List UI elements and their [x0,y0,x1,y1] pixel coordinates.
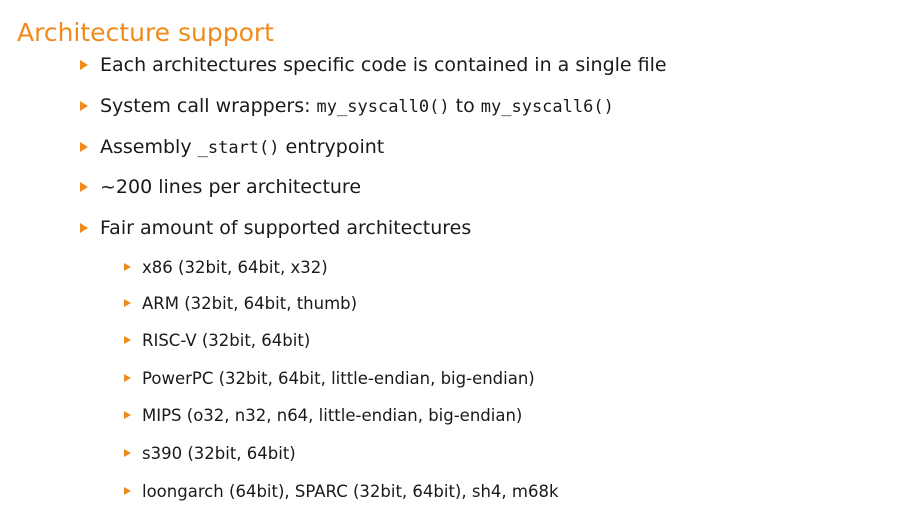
triangle-bullet-icon [80,223,88,233]
bullet-item: Fair amount of supported architectures [80,215,471,241]
bullet-text-prefix: System call wrappers: [100,95,317,117]
triangle-bullet-icon [80,60,88,70]
sub-bullet-item: PowerPC (32bit, 64bit, little-endian, bi… [124,366,535,390]
sub-bullet-text: x86 (32bit, 64bit, x32) [142,257,328,277]
triangle-bullet-icon [124,449,131,457]
triangle-bullet-icon [124,411,131,419]
sub-bullet-item: MIPS (o32, n32, n64, little-endian, big-… [124,403,522,427]
bullet-text: Assembly _start() entrypoint [100,136,384,158]
triangle-bullet-icon [80,182,88,192]
sub-bullet-item: loongarch (64bit), SPARC (32bit, 64bit),… [124,479,559,503]
bullet-item: ~200 lines per architecture [80,174,361,200]
bullet-item: Assembly _start() entrypoint [80,134,384,160]
sub-bullet-item: RISC-V (32bit, 64bit) [124,328,310,352]
bullet-text: System call wrappers: my_syscall0() to m… [100,95,614,117]
triangle-bullet-icon [80,142,88,152]
bullet-text-prefix: Assembly [100,136,198,158]
sub-bullet-text: ARM (32bit, 64bit, thumb) [142,293,358,313]
code-snippet: my_syscall6() [480,97,614,117]
bullet-text-suffix: entrypoint [279,136,385,158]
sub-bullet-text: RISC-V (32bit, 64bit) [142,330,311,350]
triangle-bullet-icon [80,101,88,111]
triangle-bullet-icon [124,374,131,382]
bullet-text: Fair amount of supported architectures [100,217,472,239]
sub-bullet-text: s390 (32bit, 64bit) [142,443,296,463]
sub-bullet-item: s390 (32bit, 64bit) [124,441,296,465]
bullet-item: System call wrappers: my_syscall0() to m… [80,93,614,119]
triangle-bullet-icon [124,299,131,307]
bullet-item: Each architectures specific code is cont… [80,52,667,78]
bullet-text-middle: to [449,95,481,117]
sub-bullet-item: x86 (32bit, 64bit, x32) [124,255,328,279]
sub-bullet-text: PowerPC (32bit, 64bit, little-endian, bi… [142,368,535,388]
triangle-bullet-icon [124,487,131,495]
sub-bullet-text: loongarch (64bit), SPARC (32bit, 64bit),… [142,481,559,501]
triangle-bullet-icon [124,263,131,271]
sub-bullet-item: ARM (32bit, 64bit, thumb) [124,291,357,315]
code-snippet: my_syscall0() [316,97,450,117]
code-snippet: _start() [197,138,280,158]
triangle-bullet-icon [124,336,131,344]
bullet-text: ~200 lines per architecture [100,176,362,198]
slide-title: Architecture support [17,18,274,47]
sub-bullet-text: MIPS (o32, n32, n64, little-endian, big-… [142,405,523,425]
bullet-text: Each architectures specific code is cont… [100,54,667,76]
